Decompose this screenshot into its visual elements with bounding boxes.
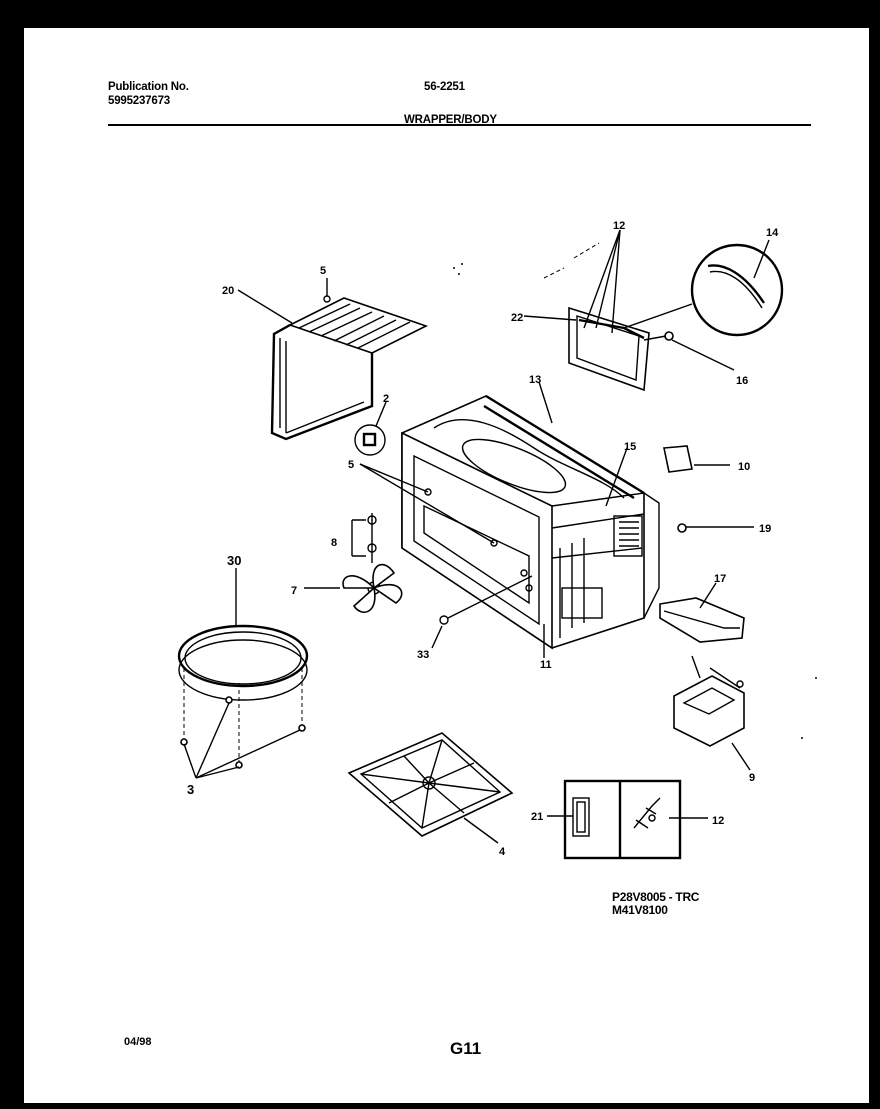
callout-13: 13 [529,374,541,386]
model-number-1: P28V8005 - TRC [612,890,700,904]
part-33-screw [431,575,533,649]
callout-22: 22 [511,312,523,324]
callout-4: 4 [499,846,506,858]
part-30-turntable-ring [177,568,309,763]
part-9-duct [673,655,751,771]
scan-speckles [453,263,817,739]
leader-5b-2 [359,463,495,544]
callout-21: 21 [531,811,543,823]
part-3-rollers [180,696,306,779]
leader-13 [538,381,553,424]
document-code: 56-2251 [424,81,465,93]
callout-12b: 12 [712,815,724,827]
callout-10: 10 [738,461,750,473]
callout-5b: 5 [348,459,354,471]
parts-sheet: Publication No. 5995237673 56-2251 WRAPP… [24,28,869,1103]
part-17-bracket [659,582,745,643]
part-19-screw [677,523,754,533]
callout-5a: 5 [320,265,326,277]
callout-17: 17 [714,573,726,585]
callout-14: 14 [766,227,779,239]
callout-16: 16 [736,375,748,387]
part-12-leaders [543,229,621,334]
part-7-fan-blade [304,563,403,613]
callout-8: 8 [331,537,337,549]
callout-33: 33 [417,649,429,661]
callout-7: 7 [291,585,297,597]
part-2-fitting [354,401,387,456]
publication-number: 5995237673 [108,95,170,107]
part-8-bracket [351,513,377,563]
callout-19: 19 [759,523,771,535]
parts-21-12-detail-box [547,779,708,860]
part-20-top-panel [270,278,429,441]
callout-11: 11 [540,659,552,671]
leader-20 [237,289,293,324]
leader-15 [605,447,628,507]
part-10-plate [663,445,730,473]
part-4-rack [347,732,514,844]
callout-2: 2 [383,393,389,405]
leader-5b-1 [359,463,429,493]
exploded-parts-diagram: 20 5 2 5 8 7 30 3 4 33 11 13 15 12 14 22… [177,220,817,860]
model-number-2: M41V8100 [612,903,668,917]
header-rule [108,124,811,126]
part-14-detail-circle [623,239,784,337]
callout-15: 15 [624,441,636,453]
page-code: G11 [450,1039,482,1058]
callout-3: 3 [187,782,194,797]
callout-20: 20 [222,285,234,297]
footer-date: 04/98 [124,1036,152,1048]
callout-9: 9 [749,772,755,784]
main-cavity-body [401,394,660,650]
publication-label: Publication No. [108,81,189,93]
callout-30: 30 [227,553,241,568]
section-title: WRAPPER/BODY [404,114,497,126]
callout-12a: 12 [613,220,625,232]
